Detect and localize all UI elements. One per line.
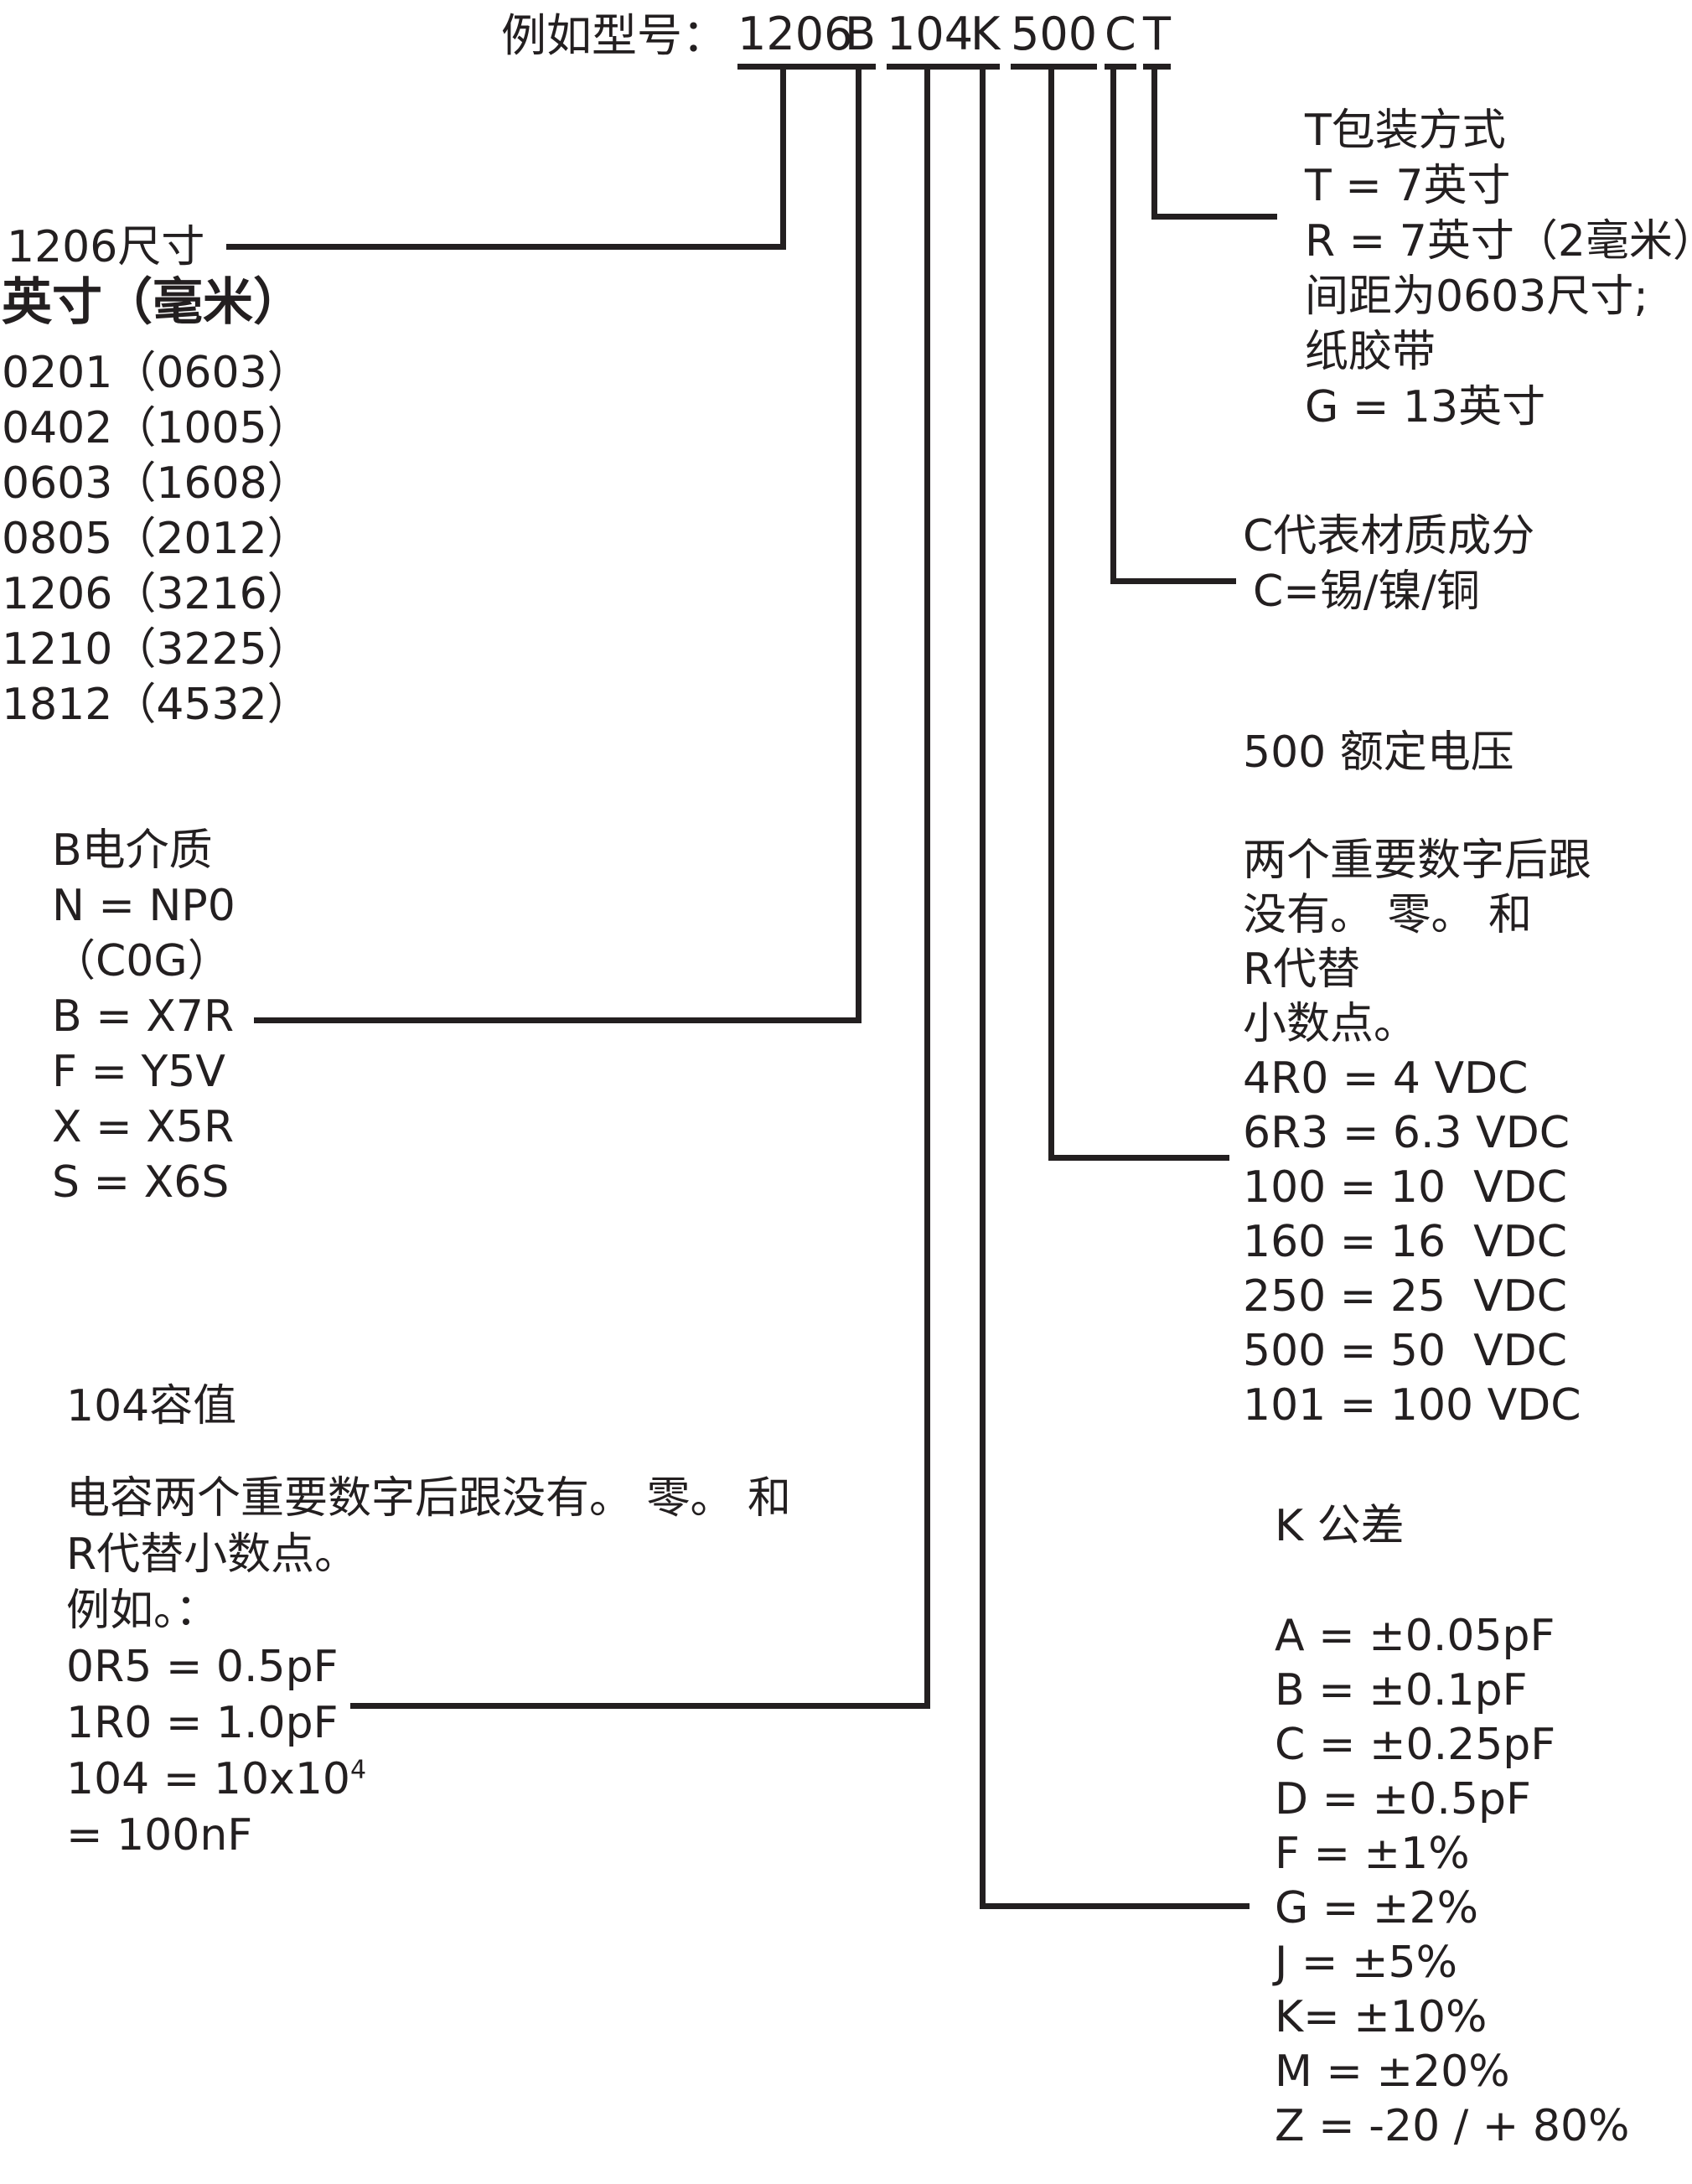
material-section-value: C=锡/镍/铜 — [1253, 567, 1480, 617]
connector-voltage-hline — [1048, 1155, 1229, 1161]
dielectric-line: X = X5R — [52, 1102, 235, 1152]
connector-packaging-hline — [1151, 214, 1277, 220]
connector-material-vline — [1110, 67, 1116, 584]
tolerance-item: C = ±0.25pF — [1275, 1720, 1556, 1770]
dielectric-line: S = X6S — [52, 1157, 230, 1208]
voltage-line: 小数点。 — [1243, 999, 1418, 1049]
capacitance-line: 电容两个重要数字后跟没有。 零。 和 — [66, 1473, 792, 1524]
dielectric-section: B电介质 N = NP0 （C0G） B = X7R F = Y5V X = X… — [52, 823, 235, 1210]
size-item: 1210（3225） — [2, 624, 311, 675]
dielectric-line: B = X7R — [52, 991, 235, 1042]
size-item: 0402（1005） — [2, 403, 311, 453]
code-segment-dielectric: B — [845, 10, 877, 70]
voltage-line: 500 = 50 VDC — [1243, 1326, 1568, 1376]
code-segment-tolerance: K — [970, 10, 1001, 70]
tolerance-item: F = ±1% — [1275, 1829, 1470, 1879]
voltage-line: 没有。 零。 和 — [1243, 890, 1533, 940]
tolerance-item: D = ±0.5pF — [1275, 1774, 1531, 1824]
dielectric-line: （C0G） — [52, 936, 231, 986]
size-section-header: 英寸（毫米） — [2, 273, 303, 332]
voltage-line: 4R0 = 4 VDC — [1243, 1053, 1529, 1104]
connector-capacitance-vline — [924, 67, 930, 1709]
voltage-line: 100 = 10 VDC — [1243, 1162, 1568, 1213]
capacitance-formula-base: 104 = 10x10 — [66, 1754, 350, 1804]
title-prefix: 例如型号： — [501, 9, 727, 62]
packaging-line: 间距为0603尺寸; — [1305, 272, 1648, 322]
capacitance-formula: 104 = 10x104 — [66, 1752, 791, 1808]
voltage-line: R代替 — [1243, 945, 1361, 995]
capacitance-line: R代替小数点。 — [66, 1529, 359, 1580]
size-item: 0201（0603） — [2, 348, 311, 398]
tolerance-item: A = ±0.05pF — [1275, 1611, 1555, 1661]
packaging-line: 纸胶带 — [1305, 327, 1436, 377]
dielectric-line: F = Y5V — [52, 1047, 225, 1097]
tolerance-item: J = ±5% — [1275, 1938, 1458, 1988]
tolerance-item: M = ±20% — [1275, 2047, 1510, 2097]
tolerance-item: K= ±10% — [1275, 1992, 1488, 2042]
packaging-line: R = 7英寸（2毫米） — [1305, 216, 1692, 267]
capacitance-line: 1R0 = 1.0pF — [66, 1698, 339, 1748]
tolerance-item: B = ±0.1pF — [1275, 1665, 1528, 1716]
connector-dielectric-hline — [254, 1017, 862, 1023]
packaging-line: T包装方式 — [1305, 106, 1506, 156]
capacitance-section: 电容两个重要数字后跟没有。 零。 和 R代替小数点。 例如。： 0R5 = 0.… — [66, 1471, 791, 1864]
size-list: 0201（0603） 0402（1005） 0603（1608） 0805（20… — [2, 345, 311, 732]
tolerance-item: G = ±2% — [1275, 1883, 1478, 1933]
packaging-line: G = 13英寸 — [1305, 382, 1546, 432]
size-item: 0603（1608） — [2, 458, 311, 509]
code-segment-capacitance: 104 — [887, 10, 974, 70]
voltage-line: 250 = 25 VDC — [1243, 1271, 1568, 1322]
code-segment-size: 1206 — [737, 10, 853, 70]
connector-size-hline — [226, 244, 786, 250]
connector-tolerance-hline — [980, 1903, 1250, 1909]
capacitance-formula-result: = 100nF — [66, 1810, 253, 1861]
tolerance-section: A = ±0.05pF B = ±0.1pF C = ±0.25pF D = ±… — [1275, 1609, 1629, 2154]
size-item: 1812（4532） — [2, 680, 311, 730]
connector-material-hline — [1110, 578, 1236, 584]
connector-voltage-vline — [1048, 67, 1054, 1161]
size-item: 1206（3216） — [2, 569, 311, 619]
capacitance-line: 例如。： — [66, 1586, 220, 1636]
code-segment-packaging: T — [1143, 10, 1171, 70]
connector-packaging-vline — [1151, 67, 1157, 220]
dielectric-line: B电介质 — [52, 825, 213, 876]
voltage-section-label: 500 额定电压 — [1243, 727, 1514, 778]
code-segment-voltage: 500 — [1011, 10, 1098, 70]
capacitance-line: 0R5 = 0.5pF — [66, 1642, 339, 1692]
tolerance-section-label: K 公差 — [1275, 1501, 1405, 1551]
capacitance-formula-exponent: 4 — [350, 1755, 367, 1785]
connector-tolerance-vline — [980, 67, 986, 1909]
voltage-section: 两个重要数字后跟 没有。 零。 和 R代替 小数点。 4R0 = 4 VDC 6… — [1243, 834, 1591, 1433]
packaging-line: T = 7英寸 — [1305, 161, 1511, 211]
dielectric-line: N = NP0 — [52, 881, 235, 931]
code-segment-material: C — [1105, 10, 1136, 70]
capacitance-section-label: 104容值 — [66, 1381, 237, 1431]
voltage-line: 101 = 100 VDC — [1243, 1380, 1581, 1431]
voltage-line: 160 = 16 VDC — [1243, 1217, 1568, 1267]
connector-dielectric-vline — [856, 67, 862, 1023]
size-item: 0805（2012） — [2, 514, 311, 564]
packaging-section: T包装方式 T = 7英寸 R = 7英寸（2毫米） 间距为0603尺寸; 纸胶… — [1305, 103, 1692, 435]
connector-size-vline — [780, 67, 786, 250]
size-section-label: 1206尺寸 — [7, 222, 205, 272]
connector-capacitance-hline — [350, 1703, 930, 1709]
voltage-line: 6R3 = 6.3 VDC — [1243, 1108, 1570, 1158]
tolerance-item: Z = -20 / + 80% — [1275, 2101, 1630, 2151]
material-section-title: C代表材质成分 — [1243, 511, 1535, 562]
voltage-line: 两个重要数字后跟 — [1243, 836, 1592, 886]
